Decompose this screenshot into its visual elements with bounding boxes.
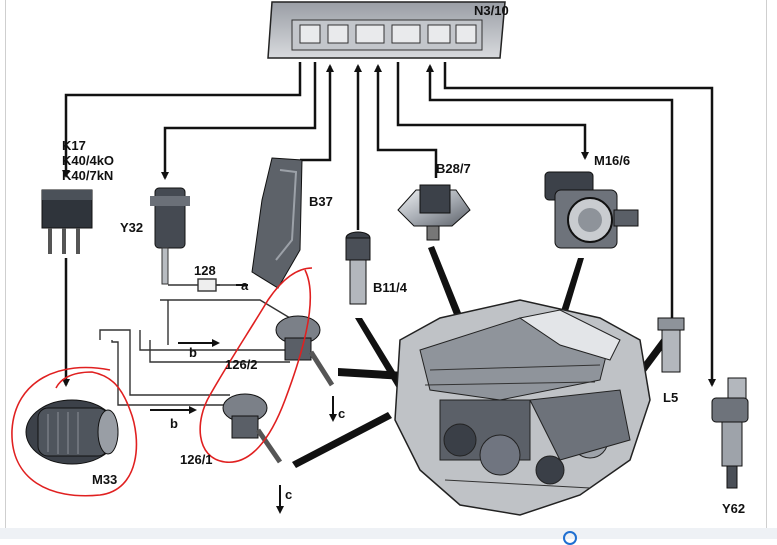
crank-sensor-l5 bbox=[657, 317, 685, 373]
red-annotations bbox=[11, 267, 313, 497]
relay-label-k40-4ko: K40/4kO bbox=[62, 153, 115, 168]
relay-label-k40-7kn: K40/7kN bbox=[62, 168, 114, 183]
frame-right-edge bbox=[766, 0, 767, 528]
engine-illustration bbox=[394, 299, 651, 516]
air-pump-m33 bbox=[25, 399, 119, 465]
frame-left-edge bbox=[5, 0, 6, 528]
fuel-injector-y62 bbox=[711, 377, 749, 489]
pump-m33-label: M33 bbox=[92, 472, 118, 487]
pressure-sensor-b28-7 bbox=[397, 184, 471, 241]
line-c-lower-label: c bbox=[285, 487, 293, 502]
loading-spinner-icon bbox=[563, 531, 577, 545]
throttle-m16-6-label: M16/6 bbox=[594, 153, 631, 168]
pedal-sensor-b37 bbox=[251, 157, 303, 289]
sensor-b28-7-label: B28/7 bbox=[436, 161, 471, 176]
injector-y62-label: Y62 bbox=[722, 501, 746, 516]
pedal-b37-label: B37 bbox=[309, 194, 333, 209]
camshaft-sensor-b11-4 bbox=[345, 231, 371, 305]
valve-126-1 bbox=[222, 393, 283, 464]
ecu-unit bbox=[267, 1, 506, 59]
line-a-label: a bbox=[241, 278, 249, 293]
line-c-upper-label: c bbox=[338, 406, 346, 421]
valve-126-2-label: 126/2 bbox=[225, 357, 258, 372]
annotation-pump-circle bbox=[11, 366, 138, 497]
sensor-l5-label: L5 bbox=[663, 390, 679, 405]
line-b-lower-label: b bbox=[170, 416, 178, 431]
sensor-b11-4-label: B11/4 bbox=[373, 280, 407, 295]
vacuum-valve-y32 bbox=[150, 187, 190, 285]
ecu-label: N3/10 bbox=[474, 3, 509, 18]
flow-arrows bbox=[150, 284, 337, 514]
valve-126-1-label: 126/1 bbox=[180, 452, 213, 467]
vacuum-hoses bbox=[99, 278, 291, 406]
relay-label-k17: K17 bbox=[62, 138, 86, 153]
line-128-label: 128 bbox=[194, 263, 216, 278]
relay-component bbox=[41, 189, 93, 254]
valve-y32-label: Y32 bbox=[120, 220, 144, 235]
bottom-bar bbox=[0, 528, 777, 539]
line-b-upper-label: b bbox=[189, 345, 197, 360]
wiring bbox=[62, 62, 716, 387]
annotation-valves-circle bbox=[199, 267, 313, 463]
pointer-wedges bbox=[292, 246, 668, 468]
valve-126-2 bbox=[275, 315, 335, 387]
throttle-body-m16-6 bbox=[544, 171, 639, 249]
